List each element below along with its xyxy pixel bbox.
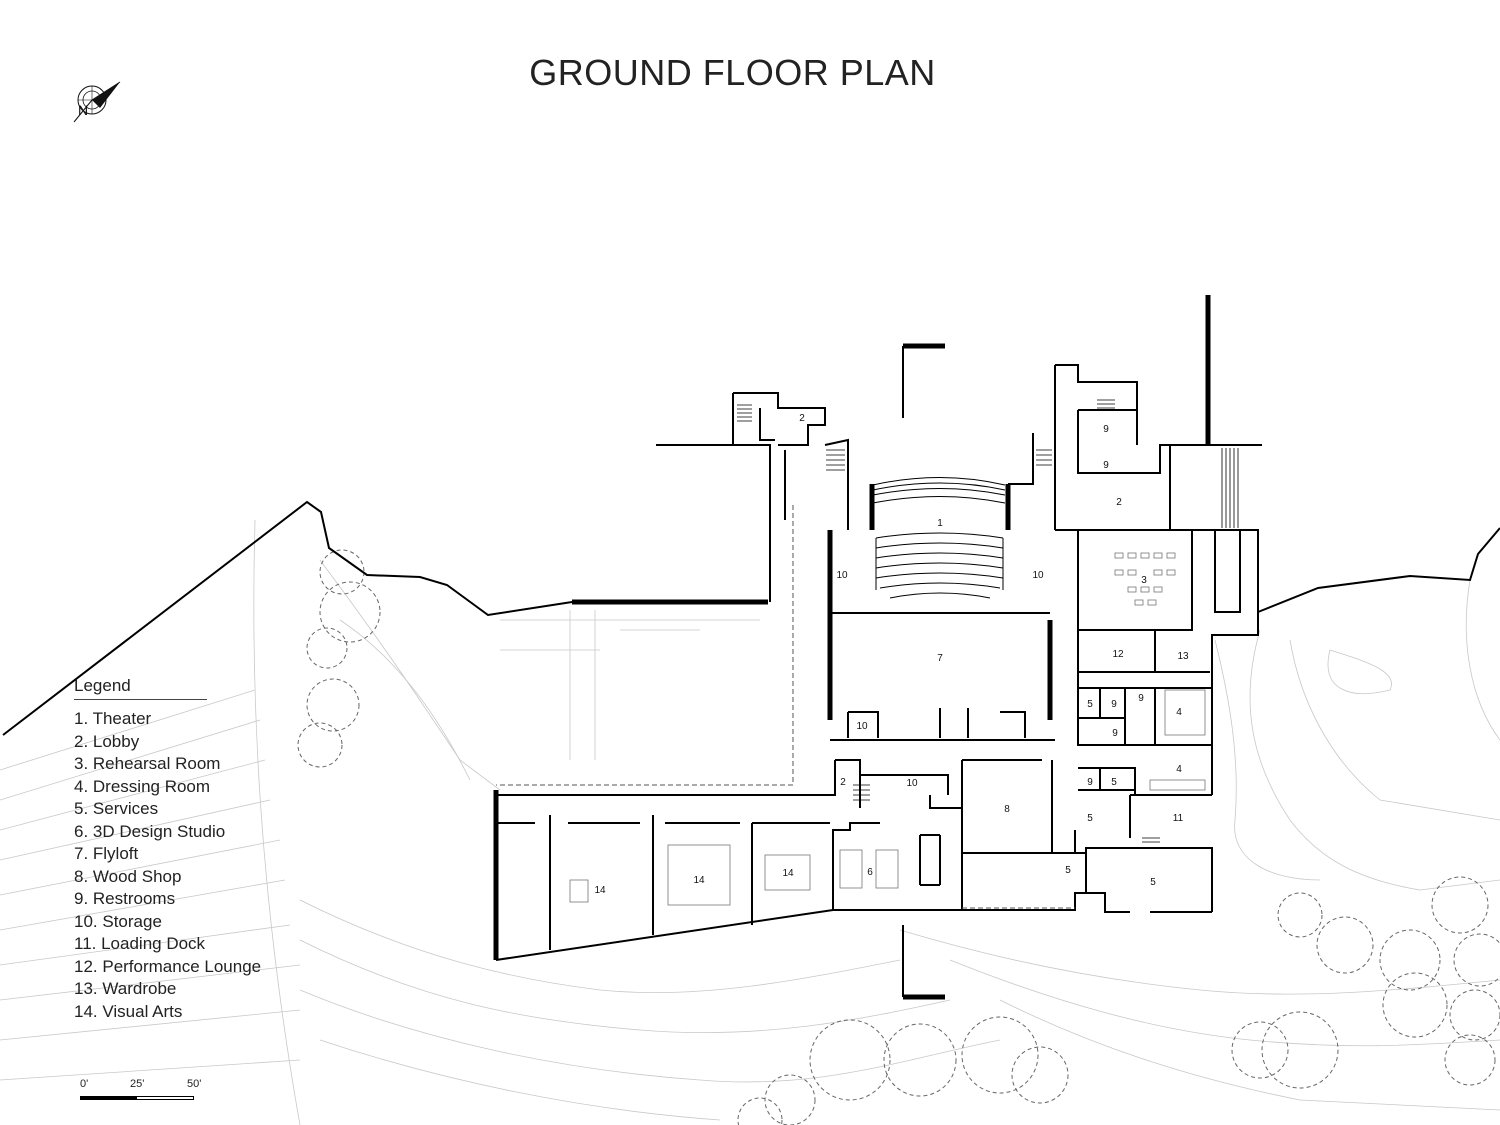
stairs [737,399,1239,843]
room-label-visual-arts-1: 14 [594,885,606,896]
walls [495,346,1262,997]
room-label-storage-small: 10 [856,721,868,732]
room-label-services-5: 5 [1150,877,1156,888]
compass-icon [73,81,121,123]
room-label-restroom-5: 9 [1112,728,1118,739]
site-lines [2,444,1500,736]
room-label-theater: 1 [937,518,943,529]
room-label-services-2: 5 [1111,777,1117,788]
room-label-loading-dock: 11 [1173,813,1184,824]
north-label: N [78,102,89,118]
room-label-lobby-south: 2 [840,777,846,788]
room-label-restroom-1: 9 [1103,424,1109,435]
legend-item-theater: 1. Theater [74,709,152,728]
thick-walls [493,295,1211,1000]
room-label-dressing-1: 4 [1176,707,1182,718]
furniture [569,552,1206,906]
room-label-storage-east: 10 [1032,570,1044,581]
north-arrow: N [70,78,126,128]
room-label-services-4: 5 [1065,865,1071,876]
room-label-wood-shop: 8 [1004,804,1010,815]
room-label-wardrobe: 13 [1177,651,1189,662]
scale-label-50: 50' [187,1078,202,1090]
scale-bar-graphic [80,1096,194,1100]
topography [0,519,1500,1125]
room-label-performance-lounge: 12 [1112,649,1124,660]
legend-item-3d-design-studio: 6. 3D Design Studio [74,821,226,841]
legend-list: 1. Theater 2. Lobby 3. Rehearsal Room 4.… [74,708,274,1023]
room-label-restroom-2: 9 [1103,460,1109,471]
room-label-rehearsal: 3 [1141,575,1147,586]
room-label-restroom-6: 9 [1087,777,1093,788]
legend-item-performance-lounge: 12. Performance Lounge [74,956,262,976]
room-labels: 1 7 2 2 2 3 10 10 10 10 12 13 4 4 5 5 5 … [594,413,1189,896]
room-label-dressing-2: 4 [1176,764,1182,775]
room-label-storage-west: 10 [836,570,848,581]
legend-item-wardrobe: 13. Wardrobe [74,979,177,998]
legend-item-restrooms: 9. Restrooms [74,889,176,908]
room-label-visual-arts-3: 14 [782,868,794,879]
legend-item-visual-arts: 14. Visual Arts [74,1001,183,1021]
legend-item-lobby: 2. Lobby [74,731,140,751]
room-label-flyloft: 7 [937,653,943,664]
room-label-design-studio: 6 [867,867,873,878]
legend-item-flyloft: 7. Flyloft [74,844,139,863]
scale-label-25: 25' [130,1078,145,1090]
trees [297,549,1500,1125]
room-label-restroom-3: 9 [1111,699,1117,710]
scale-label-0: 0' [80,1078,89,1090]
room-label-restroom-4: 9 [1138,693,1144,704]
room-label-services-1: 5 [1087,699,1093,710]
room-label-storage-south: 10 [906,778,918,789]
overhang [496,505,1075,909]
room-label-services-3: 5 [1087,813,1093,824]
legend-item-rehearsal-room: 3. Rehearsal Room [74,754,221,773]
legend-item-services: 5. Services [74,799,159,818]
legend: Legend 1. Theater 2. Lobby 3. Rehearsal … [74,676,274,1023]
scale-bar: 0' 25' 50' [80,1078,202,1104]
legend-item-dressing-room: 4. Dressing Room [74,776,211,796]
legend-item-loading-dock: 11. Loading Dock [74,934,206,953]
theater-seating [872,477,1006,599]
room-label-visual-arts-2: 14 [693,875,705,886]
room-label-lobby-east: 2 [1116,497,1122,508]
room-label-lobby-north: 2 [799,413,805,424]
legend-heading: Legend [74,676,207,700]
legend-item-wood-shop: 8. Wood Shop [74,866,182,886]
legend-item-storage: 10. Storage [74,911,162,931]
page-title: GROUND FLOOR PLAN [529,52,936,93]
